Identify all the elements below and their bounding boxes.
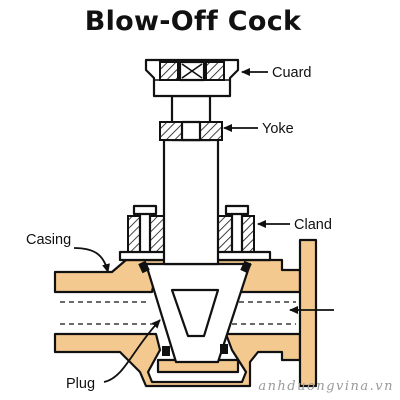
diagram-title: Blow-Off Cock	[85, 6, 302, 37]
guard	[144, 58, 240, 98]
gland-label: Cland	[294, 217, 332, 233]
casing-leader-line	[73, 247, 110, 273]
guard-label: Cuard	[272, 65, 312, 81]
plug-leader-line	[103, 319, 161, 383]
plug	[138, 260, 252, 364]
casing-label: Casing	[26, 232, 71, 248]
watermark-text: anhduongvina.vn	[258, 379, 394, 394]
yoke	[159, 120, 223, 142]
plug-label: Plug	[66, 376, 95, 392]
yoke-label: Yoke	[262, 121, 294, 137]
